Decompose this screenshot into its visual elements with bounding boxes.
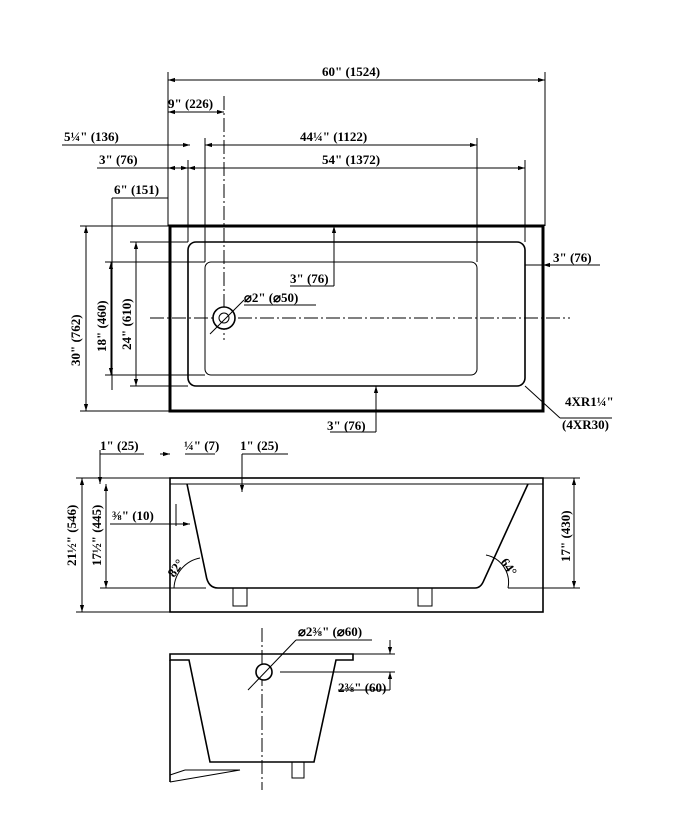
dim-length-54: 54" (1372)	[322, 152, 380, 167]
dim-bottom-3: 3" (76)	[327, 418, 366, 433]
dim-overall-width: 30" (762)	[68, 314, 83, 366]
dim-width-18: 18" (460)	[94, 300, 109, 352]
dim-flange-quarter: ¼" (7)	[184, 438, 219, 453]
dim-inner-3: 3" (76)	[290, 271, 329, 286]
top-view: 60" (1524) 9" (226) 5¼" (136) 44¼" (1122…	[62, 64, 614, 433]
dim-flange-1-mid: 1" (25)	[240, 438, 279, 453]
end-shell	[169, 653, 354, 763]
dim-right-3: 3" (76)	[553, 250, 592, 265]
angle-left: 82°	[164, 556, 187, 580]
dim-height-21: 21½" (546)	[64, 505, 79, 566]
side-basin-profile	[186, 483, 529, 589]
dim-drain-offset: 9" (226)	[168, 96, 213, 111]
side-apron	[169, 477, 544, 613]
dim-overflow-offset: 2⅜" (60)	[338, 680, 386, 695]
dim-corner-radius: 4XR1¼"	[565, 394, 614, 409]
end-foot	[291, 761, 305, 779]
foot-right	[417, 587, 433, 607]
dim-overall-length: 60" (1524)	[322, 64, 380, 79]
tub-inner-rim	[187, 241, 526, 387]
dim-offset-5-1-4: 5¼" (136)	[64, 129, 119, 144]
dim-height-17-half: 17½" (445)	[89, 505, 104, 566]
angle-right: 64°	[498, 555, 521, 579]
end-view: ⌀2⅜" (⌀60) 2⅜" (60)	[169, 624, 395, 790]
foot-left	[232, 587, 248, 607]
overflow-hole	[255, 663, 273, 681]
dim-depth-17: 17" (430)	[558, 510, 573, 562]
dim-offset-3-left: 3" (76)	[99, 152, 138, 167]
dim-offset-3-8: ⅜" (10)	[112, 508, 154, 523]
dim-width-24: 24" (610)	[119, 298, 134, 350]
dim-overflow-diameter: ⌀2⅜" (⌀60)	[298, 624, 362, 639]
dim-drain-diameter: ⌀2" (⌀50)	[244, 290, 298, 305]
drain	[212, 306, 236, 330]
dim-length-44: 44¼" (1122)	[300, 129, 367, 144]
dim-corner-radius-mm: (4XR30)	[562, 417, 609, 432]
dim-flange-1-left: 1" (25)	[100, 438, 139, 453]
side-view: 82° 64° 1" (25) ¼" (7) 1" (25) 21½" (546…	[64, 438, 580, 613]
dim-offset-6: 6" (151)	[114, 182, 159, 197]
